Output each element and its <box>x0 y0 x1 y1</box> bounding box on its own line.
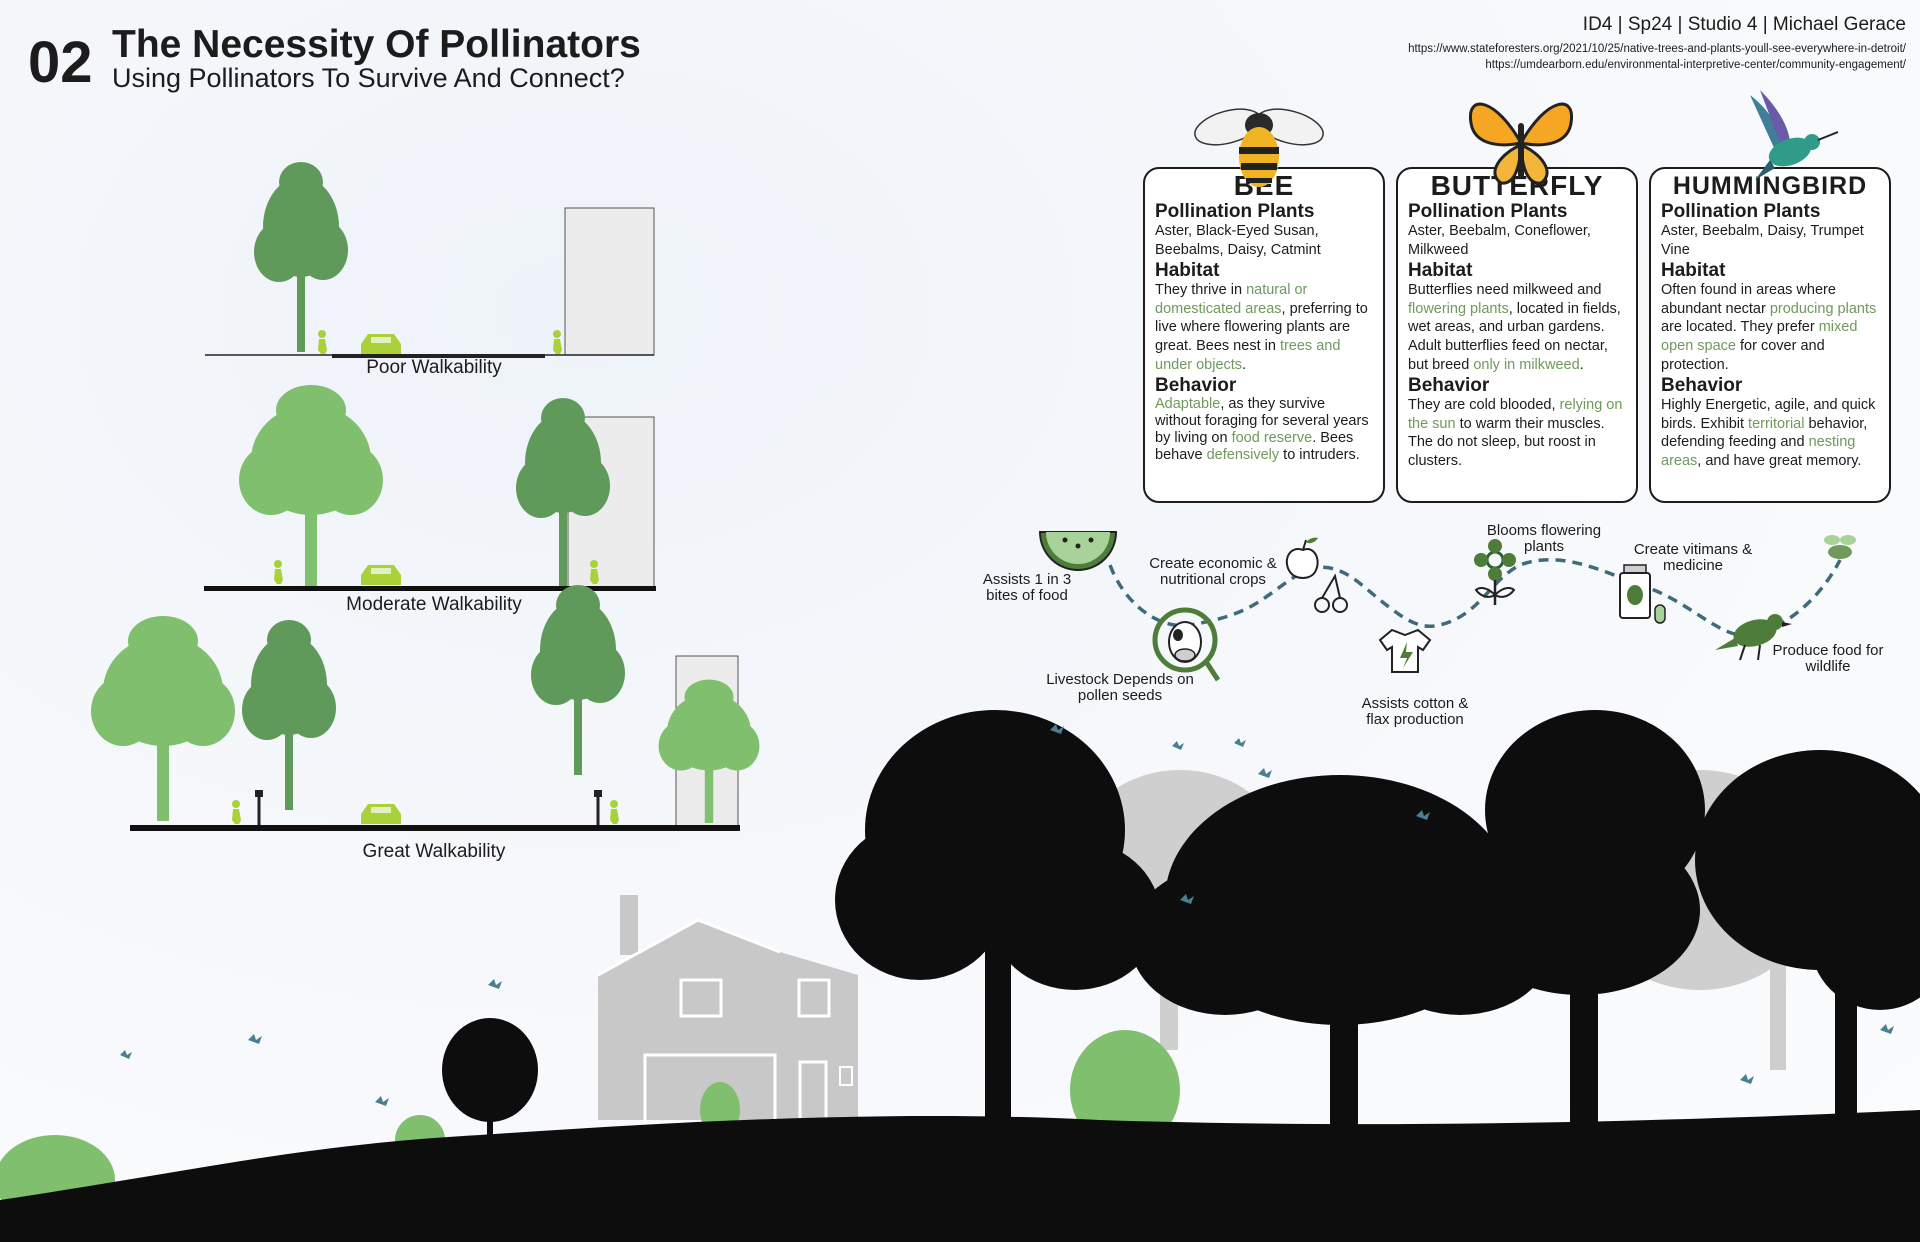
butterfly-habitat: Butterflies need milkweed and flowering … <box>1408 282 1621 373</box>
medicine-bottle-icon <box>1619 564 1666 624</box>
card-bee: BEE Pollination Plants Aster, Black-Eyed… <box>1143 167 1385 503</box>
heading-pollination-plants: Pollination Plants <box>1408 201 1568 222</box>
small-bee-icon <box>1824 535 1856 559</box>
heading-behavior: Behavior <box>1408 375 1490 397</box>
benefits-path <box>1038 531 1856 682</box>
section-number: 02 <box>28 30 93 95</box>
heading-habitat: Habitat <box>1661 260 1726 282</box>
butterfly-behavior: They are cold blooded, relying on the su… <box>1408 397 1623 469</box>
street-label-poor: Poor Walkability <box>366 357 502 378</box>
hummingbird-habitat: Often found in areas where abundant nect… <box>1661 282 1877 373</box>
benefit-food: Assists 1 in 3 bites of food <box>982 571 1072 604</box>
bee-behavior: Adaptable, as they survive without forag… <box>1155 396 1369 464</box>
page-title: The Necessity Of Pollinators <box>112 23 641 66</box>
heading-pollination-plants: Pollination Plants <box>1661 201 1821 222</box>
benefit-blooms: Blooms flowering plants <box>1486 522 1602 555</box>
card-hummingbird: HUMMINGBIRD Pollination Plants Aster, Be… <box>1649 167 1891 503</box>
butterfly-flock <box>120 724 1894 1106</box>
butterfly-plants: Aster, Beebalm, Coneflower, Milkweed <box>1408 223 1591 258</box>
flower-icon <box>1474 539 1516 605</box>
heading-behavior: Behavior <box>1155 375 1237 397</box>
card-title-hummingbird: HUMMINGBIRD <box>1672 172 1868 200</box>
bee-habitat: They thrive in natural or domesticated a… <box>1155 282 1368 373</box>
hummingbird-behavior: Highly Energetic, agile, and quick birds… <box>1661 397 1876 469</box>
credit-line: ID4 | Sp24 | Studio 4 | Michael Gerace <box>1582 14 1906 35</box>
foreground-trees <box>0 710 1920 1242</box>
benefit-livestock: Livestock Depends on pollen seeds <box>1046 671 1194 704</box>
benefit-cotton: Assists cotton & flax production <box>1361 695 1469 728</box>
benefit-crops: Create economic & nutritional crops <box>1149 555 1277 588</box>
card-title-butterfly: BUTTERFLY <box>1430 170 1604 201</box>
butterfly-icon <box>1468 102 1574 185</box>
card-butterfly: BUTTERFLY Pollination Plants Aster, Beeb… <box>1396 167 1638 503</box>
bee-plants: Aster, Black-Eyed Susan, Beebalms, Daisy… <box>1155 223 1321 258</box>
tshirt-icon <box>1378 628 1432 673</box>
street-label-moderate: Moderate Walkability <box>346 594 522 615</box>
street-great <box>91 585 760 831</box>
street-label-great: Great Walkability <box>362 841 506 862</box>
bird-icon <box>1715 614 1792 661</box>
heading-pollination-plants: Pollination Plants <box>1155 201 1315 222</box>
house-illustration <box>597 895 858 1125</box>
reference-links: https://www.stateforesters.org/2021/10/2… <box>1408 42 1906 73</box>
hummingbird-icon <box>1750 90 1839 180</box>
heading-habitat: Habitat <box>1408 260 1473 282</box>
apple-icon <box>1285 537 1319 579</box>
reference-link[interactable]: https://www.stateforesters.org/2021/10/2… <box>1408 43 1906 55</box>
cow-icon <box>1152 607 1221 682</box>
benefit-vitamins: Create vitimans & medicine <box>1633 541 1753 574</box>
heading-habitat: Habitat <box>1155 260 1220 282</box>
bee-icon <box>1194 108 1324 187</box>
cherries-icon <box>1314 573 1348 613</box>
street-poor <box>205 162 655 358</box>
watermelon-icon <box>1038 531 1118 571</box>
reference-link[interactable]: https://umdearborn.edu/environmental-int… <box>1485 58 1906 71</box>
street-moderate <box>204 385 656 591</box>
hummingbird-plants: Aster, Beebalm, Daisy, Trumpet Vine <box>1661 223 1864 258</box>
page-subtitle: Using Pollinators To Survive And Connect… <box>112 63 625 93</box>
heading-behavior: Behavior <box>1661 375 1743 397</box>
landscape-silhouette <box>0 710 1920 1242</box>
walkability-diagrams <box>91 162 760 831</box>
benefit-wildlife: Produce food for wildlife <box>1772 642 1884 675</box>
